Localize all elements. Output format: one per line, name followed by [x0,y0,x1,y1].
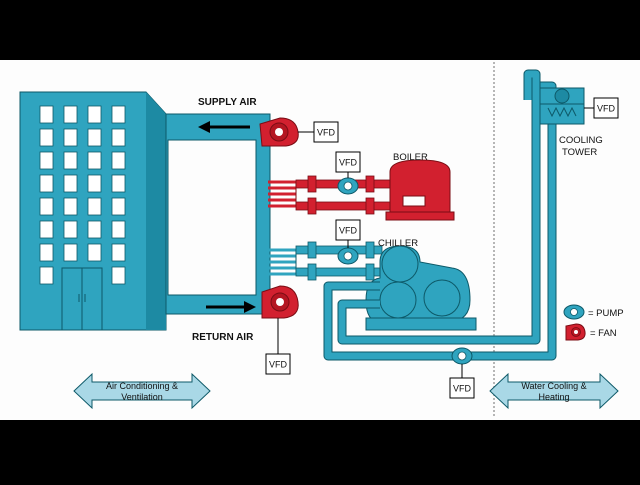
svg-text:VFD: VFD [339,226,358,236]
boiler-pump-icon [337,177,359,195]
supply-air-arrow [198,121,250,133]
building-window [63,105,78,124]
building-window [111,105,126,124]
building-window [63,243,78,262]
building-window [87,243,102,262]
building-window [87,197,102,216]
legend: = PUMP = FAN [563,304,624,341]
supply-air-label: SUPPLY AIR [198,97,257,108]
cooling-tower-label-2: TOWER [562,147,597,158]
cooling-tower-label-1: COOLING [559,135,603,146]
building-window [39,105,54,124]
building-window [63,174,78,193]
building-window [87,105,102,124]
building-window [111,128,126,147]
building-window [63,151,78,170]
condenser-water-loop [323,69,557,361]
section-water-label-2: Heating [538,392,569,402]
building-window [87,174,102,193]
section-air-label-2: Ventilation [121,392,163,402]
svg-text:VFD: VFD [597,104,616,114]
building-window [87,220,102,239]
building-windows [39,105,126,285]
vfd-boiler-pump: VFD [335,151,361,178]
building-window [87,151,102,170]
svg-text:VFD: VFD [269,360,288,370]
building-window [111,266,126,285]
building-window [39,266,54,285]
building-window [39,197,54,216]
building-window [63,128,78,147]
building-window [39,151,54,170]
cooling-tower-icon [539,87,585,125]
section-air-label-1: Air Conditioning & [106,381,178,391]
building-window [39,243,54,262]
legend-fan-label: = FAN [590,328,617,339]
building-window [63,197,78,216]
building-window [111,151,126,170]
chiller-icon [365,245,477,331]
building-window [63,220,78,239]
boiler-icon [385,159,455,221]
building-window [39,174,54,193]
building [19,91,167,331]
building-window [39,220,54,239]
building-window [39,128,54,147]
building-window [111,197,126,216]
section-arrow-air: Air Conditioning & Ventilation [73,372,211,410]
section-water-label-1: Water Cooling & [521,381,586,391]
vfd-cooling-tower: VFD [584,97,619,119]
legend-pump-icon [563,304,585,320]
building-window [111,174,126,193]
svg-text:VFD: VFD [453,384,472,394]
return-air-arrow [206,301,256,313]
vfd-chiller-pump: VFD [335,219,361,248]
vfd-return-fan: VFD [265,318,291,375]
vfd-condenser-pump: VFD [449,364,475,399]
condenser-pump-icon [451,347,473,365]
legend-pump-label: = PUMP [588,308,624,319]
chiller-pump-icon [337,247,359,265]
supply-fan-icon [259,117,299,147]
section-arrow-water: Water Cooling & Heating [489,372,619,410]
return-fan-icon [261,285,299,319]
svg-text:VFD: VFD [339,158,358,168]
chiller-label: CHILLER [378,238,418,249]
legend-fan-icon [565,323,586,341]
return-air-label: RETURN AIR [192,332,254,343]
vfd-supply-fan: VFD [298,121,339,143]
building-window [111,243,126,262]
building-window [87,128,102,147]
boiler-label: BOILER [393,152,428,163]
svg-text:VFD: VFD [317,128,336,138]
building-window [111,220,126,239]
air-duct-loop [165,113,271,315]
